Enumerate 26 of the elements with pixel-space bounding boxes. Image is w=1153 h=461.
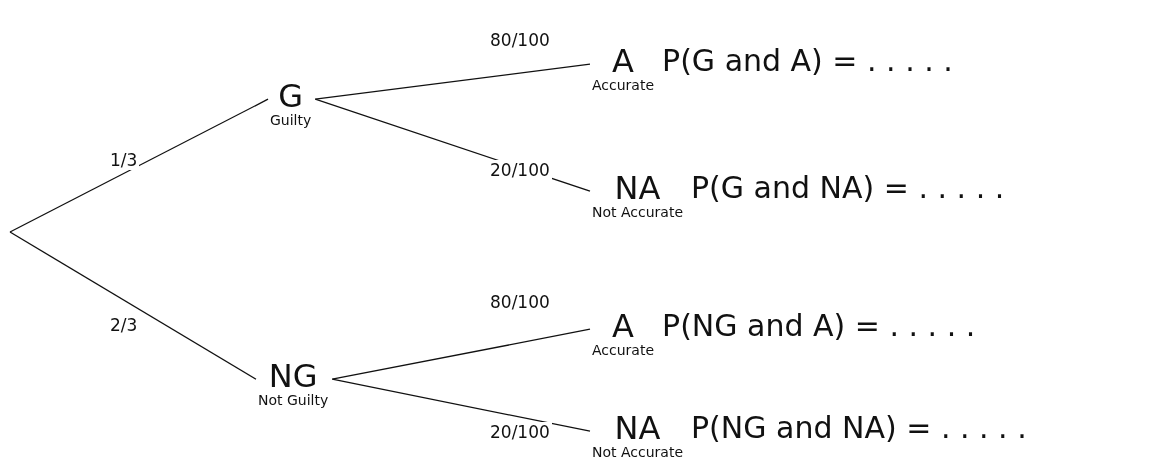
branch-line [9, 231, 257, 380]
node-label: NG [268, 360, 318, 392]
probability-expression: P(NG and NA) = . . . . . [691, 412, 1027, 444]
branch-line [9, 98, 269, 233]
edge-label: 80/100 [488, 30, 552, 50]
node-label: G [278, 80, 304, 112]
node-label: A [612, 310, 634, 342]
probability-expression: P(G and A) = . . . . . [662, 45, 953, 77]
node-caption: Accurate [592, 77, 655, 93]
edge-label: 1/3 [108, 150, 140, 170]
node-label: A [612, 45, 634, 77]
edge-label: 20/100 [488, 160, 552, 180]
node-caption: Not Accurate [592, 444, 683, 460]
node-caption: Not Accurate [592, 204, 683, 220]
branch-line [314, 63, 591, 100]
edge-label: 20/100 [488, 422, 552, 442]
branch-line [331, 378, 591, 432]
branch-line [331, 328, 591, 380]
node-caption: Not Guilty [258, 392, 329, 408]
node-label: NA [614, 412, 661, 444]
node-caption: Accurate [592, 342, 655, 358]
edge-label: 80/100 [488, 292, 552, 312]
node-label: NA [614, 172, 661, 204]
probability-expression: P(G and NA) = . . . . . [691, 172, 1005, 204]
probability-expression: P(NG and A) = . . . . . [662, 310, 976, 342]
node-caption: Guilty [270, 112, 312, 128]
